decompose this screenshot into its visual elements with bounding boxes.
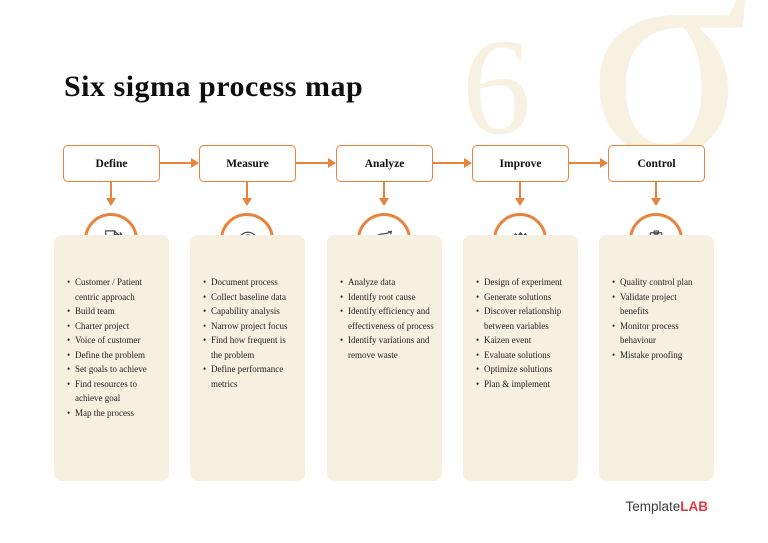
- list-item: Document process: [203, 275, 297, 290]
- stage-list-improve: Design of experimentGenerate solutionsDi…: [463, 235, 578, 391]
- stage-panel-analyze: Analyze dataIdentify root causeIdentify …: [327, 235, 442, 481]
- flow-arrow-define-measure: [160, 157, 199, 168]
- down-arrow: [519, 182, 521, 199]
- stage-list-control: Quality control planValidate project ben…: [599, 235, 714, 362]
- stage-column-define: Define Customer / Patient centric approa…: [54, 145, 169, 485]
- down-arrow: [655, 182, 657, 199]
- list-item: Define performance metrics: [203, 362, 297, 391]
- list-item: Build team: [67, 304, 161, 319]
- flow-arrow-analyze-improve: [433, 157, 472, 168]
- list-item: Customer / Patient centric approach: [67, 275, 161, 304]
- brand-part-lab: LAB: [680, 499, 708, 514]
- stage-panel-define: Customer / Patient centric approachBuild…: [54, 235, 169, 481]
- down-arrowhead: [515, 198, 525, 206]
- list-item: Identify efficiency and effectiveness of…: [340, 304, 434, 333]
- flow-arrow-measure-analyze: [296, 157, 336, 168]
- templatelab-logo: TemplateLAB: [625, 499, 708, 514]
- list-item: Design of experiment: [476, 275, 570, 290]
- stage-panel-measure: Document processCollect baseline dataCap…: [190, 235, 305, 481]
- list-item: Find resources to achieve goal: [67, 377, 161, 406]
- page-title: Six sigma process map: [64, 70, 364, 103]
- stage-box-analyze: Analyze: [336, 145, 433, 182]
- list-item: Map the process: [67, 406, 161, 421]
- brand-part-template: Template: [625, 499, 681, 514]
- stage-label: Control: [637, 157, 676, 170]
- down-arrowhead: [651, 198, 661, 206]
- list-item: Charter project: [67, 319, 161, 334]
- list-item: Plan & implement: [476, 377, 570, 392]
- list-item: Kaizen event: [476, 333, 570, 348]
- list-item: Capability analysis: [203, 304, 297, 319]
- list-item: Identify variations and remove waste: [340, 333, 434, 362]
- list-item: Narrow project focus: [203, 319, 297, 334]
- stage-box-control: Control: [608, 145, 705, 182]
- list-item: Analyze data: [340, 275, 434, 290]
- stage-box-define: Define: [63, 145, 160, 182]
- stage-label: Analyze: [364, 157, 405, 170]
- list-item: Generate solutions: [476, 290, 570, 305]
- down-arrow: [246, 182, 248, 199]
- stage-list-measure: Document processCollect baseline dataCap…: [190, 235, 305, 391]
- list-item: Evaluate solutions: [476, 348, 570, 363]
- list-item: Define the problem: [67, 348, 161, 363]
- down-arrow: [383, 182, 385, 199]
- stage-panel-control: Quality control planValidate project ben…: [599, 235, 714, 481]
- stage-box-measure: Measure: [199, 145, 296, 182]
- watermark-six: 6: [462, 10, 531, 163]
- list-item: Collect baseline data: [203, 290, 297, 305]
- stage-column-measure: Measure Document processCollect baseline…: [190, 145, 305, 485]
- list-item: Identify root cause: [340, 290, 434, 305]
- stage-box-improve: Improve: [472, 145, 569, 182]
- stage-column-control: Control Quality control planValidate pro…: [599, 145, 714, 485]
- list-item: Optimize solutions: [476, 362, 570, 377]
- list-item: Monitor process behaviour: [612, 319, 706, 348]
- list-item: Validate project benefits: [612, 290, 706, 319]
- flow-arrow-improve-control: [569, 157, 608, 168]
- down-arrow: [110, 182, 112, 199]
- stage-panel-improve: Design of experimentGenerate solutionsDi…: [463, 235, 578, 481]
- list-item: Set goals to achieve: [67, 362, 161, 377]
- stage-label: Improve: [499, 157, 542, 170]
- down-arrowhead: [106, 198, 116, 206]
- list-item: Voice of customer: [67, 333, 161, 348]
- stage-list-define: Customer / Patient centric approachBuild…: [54, 235, 169, 420]
- stage-column-improve: Improve Design of experimentGenerate sol…: [463, 145, 578, 485]
- down-arrowhead: [242, 198, 252, 206]
- down-arrowhead: [379, 198, 389, 206]
- list-item: Discover relationship between variables: [476, 304, 570, 333]
- stage-label: Measure: [226, 157, 269, 170]
- stage-label: Define: [95, 157, 128, 170]
- stage-column-analyze: Analyze Analyze dataIdentify root causeI…: [327, 145, 442, 485]
- list-item: Mistake proofing: [612, 348, 706, 363]
- list-item: Find how frequent is the problem: [203, 333, 297, 362]
- list-item: Quality control plan: [612, 275, 706, 290]
- stage-list-analyze: Analyze dataIdentify root causeIdentify …: [327, 235, 442, 362]
